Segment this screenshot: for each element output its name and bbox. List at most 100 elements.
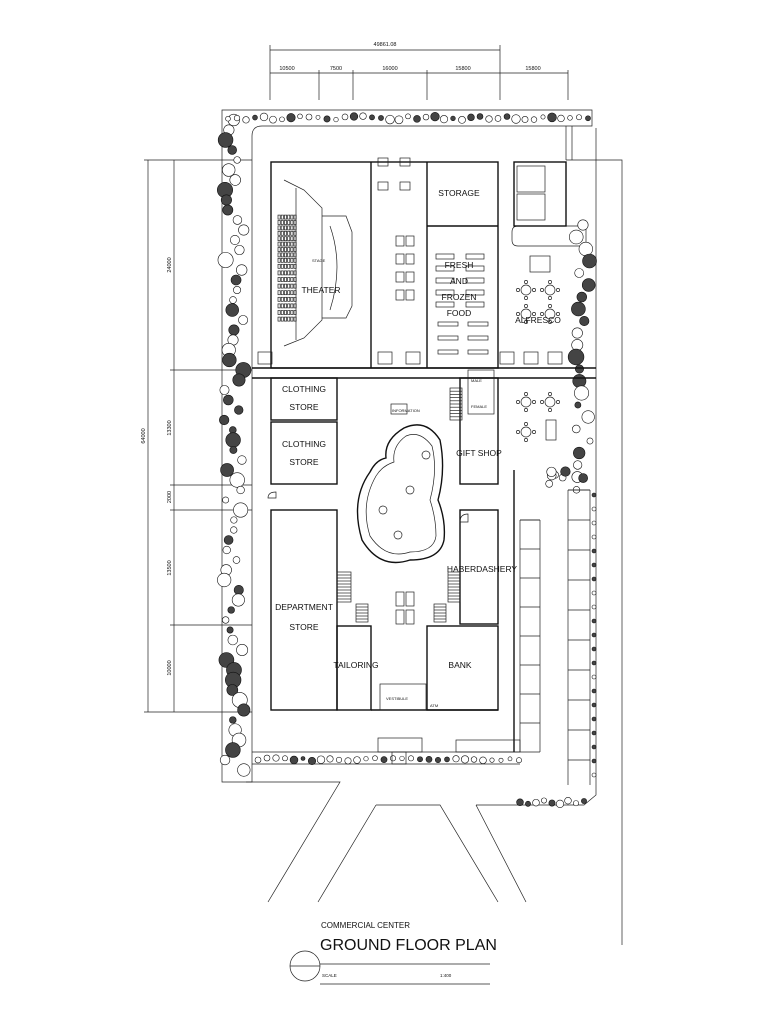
entrance: VESTIBULE ATM <box>267 491 521 765</box>
tree-icon <box>574 385 590 401</box>
tree-icon <box>530 116 538 123</box>
theater-seat <box>280 296 284 302</box>
theater-seat <box>290 241 294 247</box>
tree-icon <box>511 114 521 124</box>
cafe-chair <box>516 312 520 316</box>
tree-icon <box>591 492 597 498</box>
theater-seat <box>293 225 297 231</box>
theater-seat <box>277 225 281 231</box>
dim-left-2: 13300 <box>167 420 173 435</box>
tree-icon <box>236 485 245 495</box>
clothing-store-1-label-b: STORE <box>289 402 318 412</box>
theater-seat <box>277 220 281 225</box>
theater-seat <box>280 277 284 282</box>
tree-icon <box>573 446 586 460</box>
theater-seat <box>290 283 294 289</box>
shelf-unit <box>377 181 389 191</box>
theater-seat <box>290 236 294 242</box>
cafe-table <box>520 308 532 320</box>
tree-icon <box>516 798 524 806</box>
tree-icon <box>560 466 571 477</box>
tree-icon <box>219 385 230 395</box>
tree-icon <box>222 352 237 368</box>
fresh-frozen-label-4: FOOD <box>447 308 472 318</box>
dim-top-1: 10500 <box>279 66 294 72</box>
gift-shop-label: GIFT SHOP <box>456 448 502 458</box>
tree-icon <box>470 756 478 763</box>
shelf-unit <box>465 301 485 308</box>
shelf-unit <box>395 591 405 607</box>
cafe-counter <box>545 419 557 441</box>
dim-top-3: 16000 <box>382 66 397 72</box>
theater-seat <box>280 257 284 263</box>
theater-seat <box>284 214 287 220</box>
tree-icon <box>236 644 249 656</box>
theater-seat <box>280 241 284 247</box>
theater-seat <box>287 225 291 231</box>
dim-left-3: 2000 <box>167 491 173 503</box>
tree-icon <box>259 112 269 122</box>
tree-icon <box>272 754 280 762</box>
tree-icon <box>540 114 546 120</box>
tree-icon <box>467 113 475 122</box>
theater-seat <box>287 214 291 220</box>
theater-seat <box>284 236 287 242</box>
cafe-chair <box>532 430 536 434</box>
bank-label: BANK <box>448 660 471 670</box>
shelf-unit <box>467 321 489 327</box>
tree-icon <box>571 327 583 339</box>
theater-seat <box>280 247 284 252</box>
shelf-unit <box>405 235 415 247</box>
tree-icon <box>227 606 235 614</box>
tree-icon <box>574 401 582 409</box>
theater-seat <box>293 252 297 258</box>
tree-icon <box>326 755 334 763</box>
tree-icon <box>569 229 584 245</box>
tree-icon <box>547 112 557 123</box>
tree-icon <box>489 757 495 763</box>
theater-seat <box>287 316 291 322</box>
theater-seat <box>280 230 284 236</box>
shelf-unit <box>523 351 539 365</box>
tree-icon <box>227 634 238 646</box>
tree-icon <box>591 632 597 638</box>
tree-icon <box>234 405 244 415</box>
cafe-chair <box>524 320 528 324</box>
cafe-chair <box>524 422 528 426</box>
tree-icon <box>300 756 306 761</box>
tree-icon <box>237 455 247 465</box>
theater-seat <box>290 230 294 236</box>
fresh-frozen-label-3: FROZEN <box>442 292 477 302</box>
shelf-unit <box>395 609 405 625</box>
tree-icon <box>579 315 590 327</box>
shelf-unit <box>437 349 459 355</box>
shelf-unit <box>465 265 485 272</box>
tree-icon <box>237 703 251 717</box>
tree-icon <box>226 626 234 634</box>
dim-left-1: 24000 <box>167 257 173 272</box>
theater-seat <box>290 214 294 220</box>
theater-seat <box>293 277 297 282</box>
tree-icon <box>225 115 231 122</box>
tree-icon <box>591 730 597 736</box>
tree-icon <box>573 460 583 470</box>
tree-icon <box>576 114 582 121</box>
shelf-unit <box>465 289 485 296</box>
cafe-chair <box>548 408 552 412</box>
shelf-unit <box>467 335 489 341</box>
tree-icon <box>591 618 597 624</box>
cafe-chair <box>532 400 536 404</box>
cafe-chair <box>524 392 528 396</box>
theater-seat <box>284 241 287 247</box>
shelf-unit <box>437 321 459 327</box>
shelf-unit <box>437 335 459 341</box>
dim-left-5: 10000 <box>167 660 173 675</box>
tree-icon <box>581 410 595 424</box>
tree-icon <box>541 797 547 804</box>
theater-seat <box>277 230 281 236</box>
tree-icon <box>238 315 249 325</box>
tree-icon <box>238 224 250 236</box>
tree-icon <box>434 757 442 764</box>
department-store-label-a: DEPARTMENT <box>275 602 333 612</box>
room-labels: THEATER STORAGE FRESH AND FROZEN FOOD AL… <box>275 188 561 670</box>
